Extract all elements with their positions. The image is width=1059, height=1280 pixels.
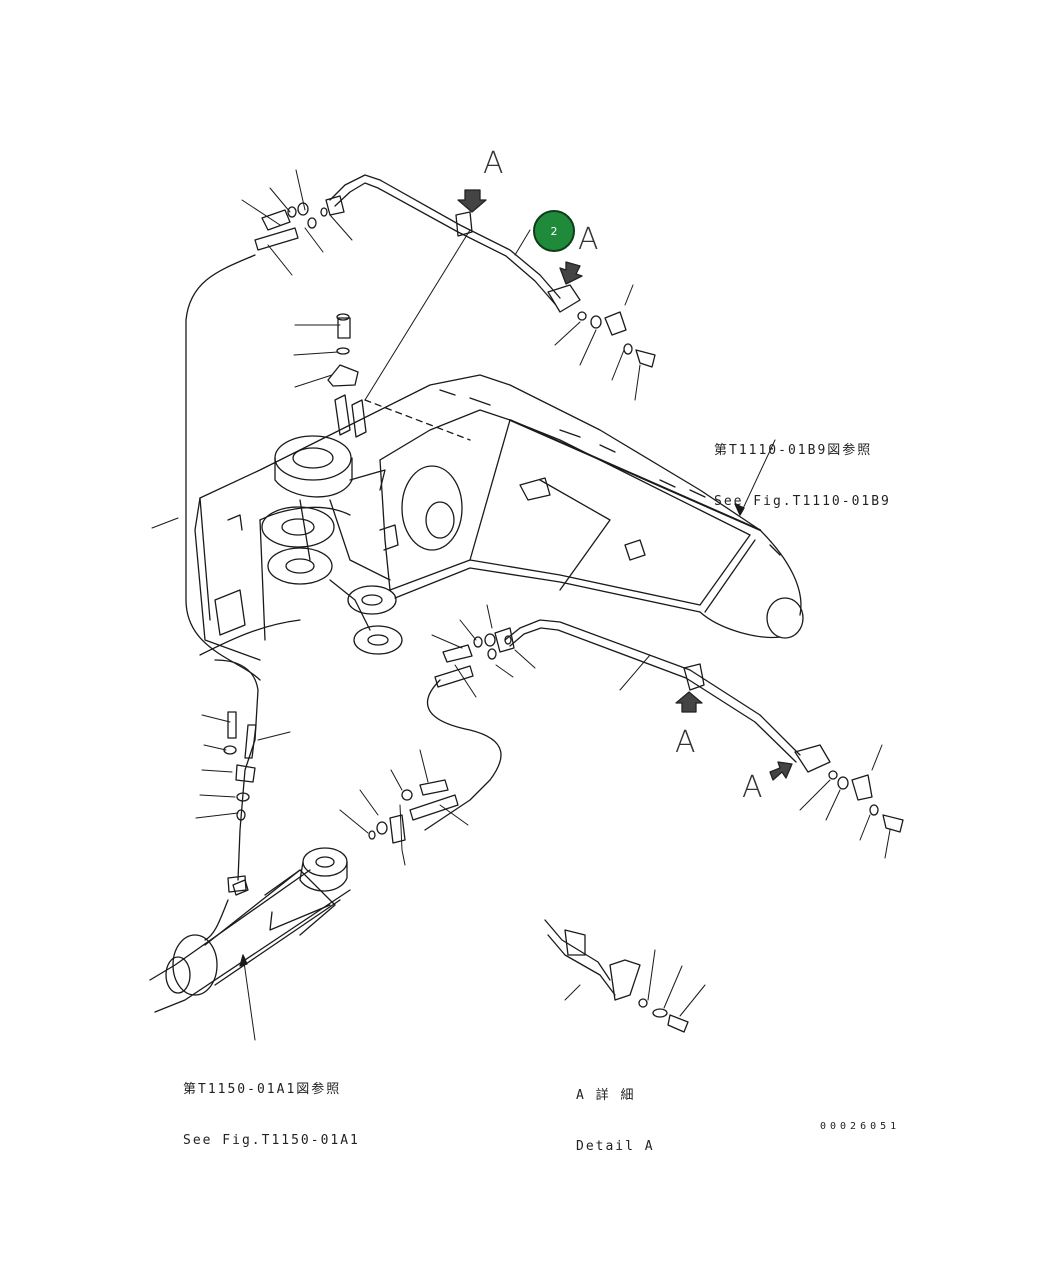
hardware-upper-left xyxy=(254,202,328,251)
hardware-upper-right xyxy=(577,311,656,368)
reference-upper-en: See Fig.T1110-01B9 xyxy=(714,494,891,509)
reference-lower-en: See Fig.T1150-01A1 xyxy=(183,1133,360,1148)
reference-upper: 第T1110-01B9図参照 See Fig.T1110-01B9 xyxy=(714,408,891,527)
view-label-a-top-right: A xyxy=(578,222,599,257)
hardware-center xyxy=(434,633,512,688)
view-arrow-lower-right xyxy=(769,761,793,781)
boom-cylinder xyxy=(149,847,351,1013)
view-arrow-upper-right xyxy=(559,261,583,285)
boom-bracket xyxy=(194,394,403,661)
view-label-a-mid-right: A xyxy=(675,725,696,760)
leader-lines xyxy=(151,169,891,1041)
view-arrow-top xyxy=(457,189,487,213)
detail-a-caption: A 詳 細 Detail A xyxy=(576,1053,655,1172)
boom-structure xyxy=(199,374,804,639)
hardware-lower-center xyxy=(368,779,459,844)
detail-a-jp: A 詳 細 xyxy=(576,1088,636,1103)
detail-a-sketch xyxy=(544,919,689,1033)
upper-steel-pipe xyxy=(325,174,581,313)
hose-lower xyxy=(424,679,502,831)
view-label-a-lower-right: A xyxy=(742,770,763,805)
callout-number: 2 xyxy=(550,224,558,238)
hardware-top-center xyxy=(327,313,359,387)
detail-a-en: Detail A xyxy=(576,1139,655,1154)
callout-badge-2[interactable]: 2 xyxy=(533,210,575,252)
hardware-lower-right xyxy=(828,770,904,833)
hardware-lower-left xyxy=(223,711,257,893)
lower-steel-pipe xyxy=(494,619,831,773)
hose-left xyxy=(185,254,261,681)
reference-lower-jp: 第T1150-01A1図参照 xyxy=(183,1082,342,1097)
reference-upper-jp: 第T1110-01B9図参照 xyxy=(714,443,873,458)
view-label-a-top-left: A xyxy=(483,146,504,181)
document-number: 00026051 xyxy=(820,1121,901,1132)
view-arrow-lower xyxy=(675,691,703,713)
reference-lower: 第T1150-01A1図参照 See Fig.T1150-01A1 xyxy=(183,1047,360,1166)
